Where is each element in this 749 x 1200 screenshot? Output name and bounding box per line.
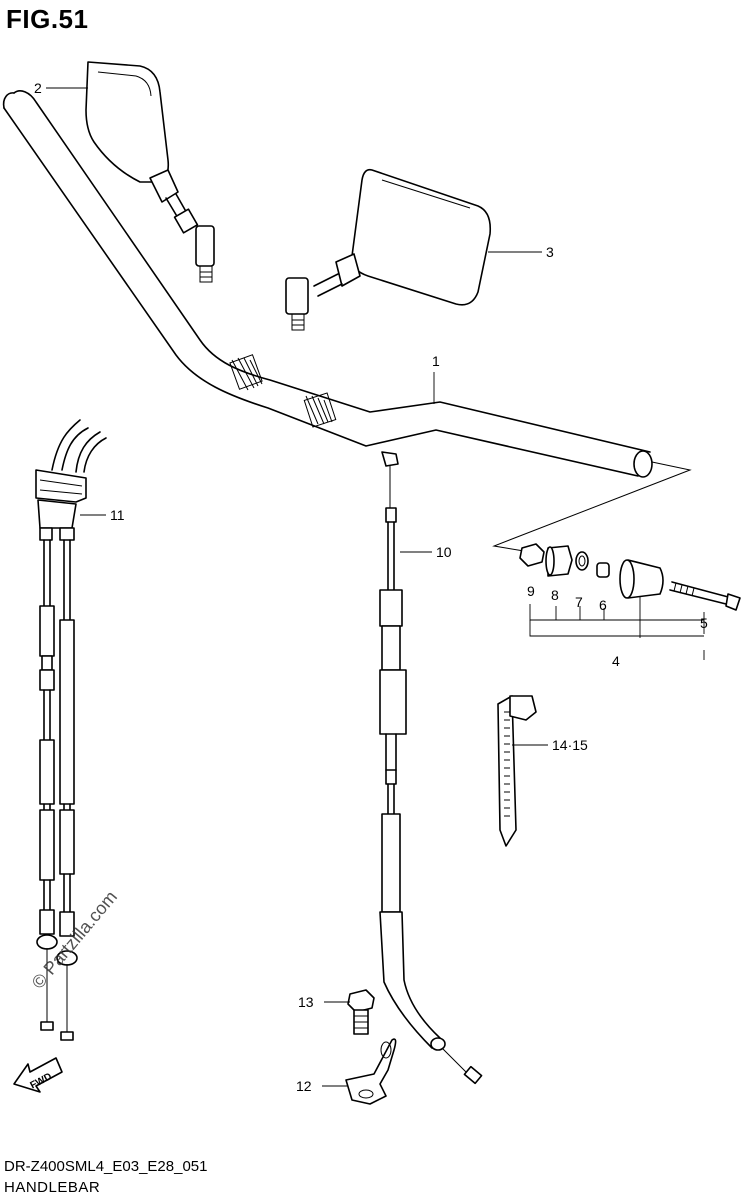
- model-code: DR-Z400SML4_E03_E28_051: [4, 1158, 208, 1175]
- handlebar-part[interactable]: [2, 90, 653, 478]
- fwd-arrow-icon: FWD: [13, 1057, 63, 1093]
- callout-5: 5: [700, 615, 708, 631]
- callout-3: 3: [546, 244, 554, 260]
- callout-9: 9: [527, 583, 535, 599]
- callout-10: 10: [436, 544, 452, 560]
- figure-title: FIG.51: [6, 4, 89, 34]
- callout-11: 11: [110, 507, 125, 523]
- callout-12: 12: [296, 1078, 312, 1094]
- section-name: HANDLEBAR: [4, 1179, 101, 1196]
- callout-1: 1: [432, 353, 440, 369]
- callout-labels: 1 2 3 4 5 6 7 8 9 10 11 12 13 14·15: [34, 80, 708, 1094]
- clamp-part[interactable]: [345, 1038, 397, 1105]
- callout-8: 8: [551, 587, 559, 603]
- callout-2: 2: [34, 80, 42, 96]
- bolt-part[interactable]: [347, 989, 375, 1035]
- left-mirror-part[interactable]: [85, 61, 215, 283]
- callout-6: 6: [599, 597, 607, 613]
- callout-7: 7: [575, 594, 583, 610]
- throttle-cable-part[interactable]: [35, 419, 107, 1041]
- leader-lines: [46, 87, 705, 1087]
- cable-tie-part[interactable]: [497, 695, 537, 847]
- right-mirror-part[interactable]: [285, 168, 492, 331]
- callout-4: 4: [612, 653, 620, 669]
- clutch-cable-part[interactable]: [379, 451, 483, 1085]
- callout-14-15: 14·15: [552, 737, 588, 753]
- bar-end-group[interactable]: [492, 461, 741, 611]
- callout-13: 13: [298, 994, 314, 1010]
